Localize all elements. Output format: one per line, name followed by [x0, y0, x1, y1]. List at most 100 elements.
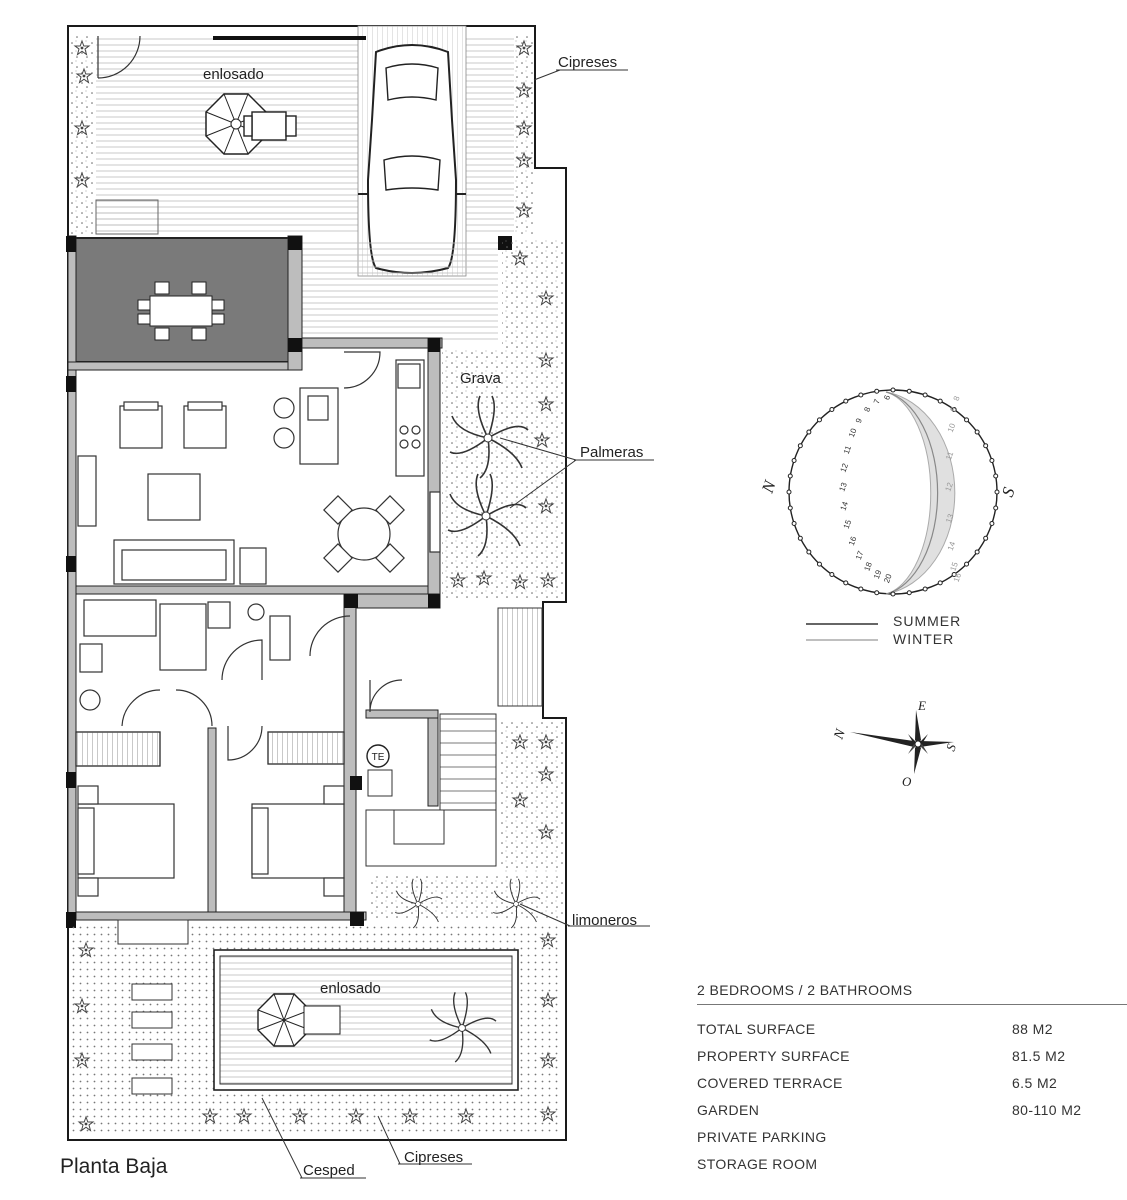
legend-summer: SUMMER [893, 613, 962, 629]
hour-label: 14 [839, 500, 851, 512]
label-palmeras: Palmeras [580, 444, 644, 461]
spec-label: GARDEN [697, 1101, 760, 1118]
sun-dot [964, 561, 970, 567]
spec-row: PRIVATE PARKING [697, 1123, 1127, 1150]
sun-dot [874, 590, 880, 596]
cypress-row-top [514, 34, 534, 234]
car-icon [358, 44, 466, 274]
gravel-garden [442, 238, 564, 600]
specs-table: 2 BEDROOMS / 2 BATHROOMS TOTAL SURFACE 88… [697, 982, 1127, 1177]
hour-label: 13 [944, 512, 956, 524]
hour-label: 15 [842, 518, 854, 530]
sun-dot [951, 572, 957, 578]
sun-dot [989, 457, 995, 463]
hour-label: 10 [847, 427, 859, 439]
label-cipreses-top: Cipreses [558, 54, 618, 71]
hour-label: 12 [839, 462, 851, 474]
sun-dot [816, 561, 822, 567]
compass-e-label: E [917, 698, 926, 713]
plot-boundary [67, 25, 567, 1141]
sun-dot [890, 591, 896, 597]
label-cipreses-bottom: Cipreses [404, 1149, 464, 1166]
sun-dot [890, 387, 896, 393]
sun-dot [806, 549, 812, 555]
sun-dot [937, 398, 943, 404]
hour-label: 9 [854, 417, 864, 425]
spec-label: PRIVATE PARKING [697, 1128, 827, 1145]
spec-value: 6.5 M2 [1012, 1074, 1058, 1091]
sun-dot [906, 388, 912, 394]
sun-dot [829, 406, 835, 412]
hour-label: 8 [862, 405, 872, 413]
hour-label: 16 [847, 535, 859, 547]
compass-n-label: N [831, 727, 849, 742]
sun-north-label: N [758, 477, 781, 497]
spec-row: TOTAL SURFACE 88 M2 [697, 1015, 1127, 1042]
sun-dot [786, 489, 792, 495]
sun-dot [989, 521, 995, 527]
label-enlosado-top: enlosado [203, 66, 264, 83]
hour-label: 6 [882, 393, 892, 401]
sun-dot [816, 417, 822, 423]
spec-label: COVERED TERRACE [697, 1074, 843, 1091]
sun-dot [787, 473, 793, 479]
hour-label: 13 [837, 481, 849, 493]
compass-rose-icon: N E S O [831, 698, 959, 789]
plan-title: Planta Baja [60, 1155, 168, 1178]
hour-label: 19 [872, 568, 884, 580]
bathroom-fixtures [79, 599, 403, 761]
spec-value: 88 M2 [1012, 1020, 1053, 1037]
label-grava: Grava [460, 370, 501, 387]
spec-label: TOTAL SURFACE [697, 1020, 816, 1037]
parking-area [302, 238, 498, 340]
kitchen-counter [273, 351, 441, 553]
spec-row: PROPERTY SURFACE 81.5 M2 [697, 1042, 1127, 1069]
sun-dot [983, 535, 989, 541]
leader-lines [261, 69, 654, 1179]
spec-row: COVERED TERRACE 6.5 M2 [697, 1069, 1127, 1096]
hour-label: 17 [854, 549, 866, 561]
sun-dot [906, 590, 912, 596]
sun-dot [922, 392, 928, 398]
cypress-row-left [70, 34, 94, 234]
te-label: TE [372, 752, 385, 763]
sun-dot [993, 505, 999, 511]
sun-dot [964, 417, 970, 423]
hour-label: 8 [952, 394, 962, 402]
sun-dots [786, 387, 1000, 597]
sun-dot [858, 586, 864, 592]
sun-dot [797, 535, 803, 541]
bottom-chair-icon [303, 1005, 341, 1035]
label-limoneros: limoneros [572, 912, 638, 929]
sun-dot [858, 392, 864, 398]
sun-dot [951, 406, 957, 412]
specs-heading: 2 BEDROOMS / 2 BATHROOMS [697, 982, 1127, 1005]
sun-south-label: S [998, 484, 1019, 499]
spec-label: PROPERTY SURFACE [697, 1047, 850, 1064]
sun-dot [806, 429, 812, 435]
water-heater-icon: TE [366, 744, 390, 768]
label-enlosado-bottom: enlosado [320, 980, 381, 997]
spec-value: 81.5 M2 [1012, 1047, 1066, 1064]
hour-label: 11 [944, 450, 955, 461]
sun-dot [974, 549, 980, 555]
sun-dot [829, 572, 835, 578]
garden-lower-right [368, 722, 564, 929]
sun-dot [843, 580, 849, 586]
sun-dot [797, 443, 803, 449]
stairs [365, 607, 543, 867]
spec-value: 80-110 M2 [1012, 1101, 1082, 1118]
sun-dot [787, 505, 793, 511]
spec-row: GARDEN 80-110 M2 [697, 1096, 1127, 1123]
compass-o-label: O [902, 774, 912, 789]
sun-dot [791, 457, 797, 463]
covered-terrace [71, 237, 299, 363]
sun-dot [983, 443, 989, 449]
hour-label: 12 [943, 481, 955, 493]
spec-row: STORAGE ROOM [697, 1150, 1127, 1177]
hour-label: 10 [946, 422, 958, 434]
legend-winter: WINTER [893, 631, 955, 647]
lounge-chair-icon [243, 111, 297, 141]
